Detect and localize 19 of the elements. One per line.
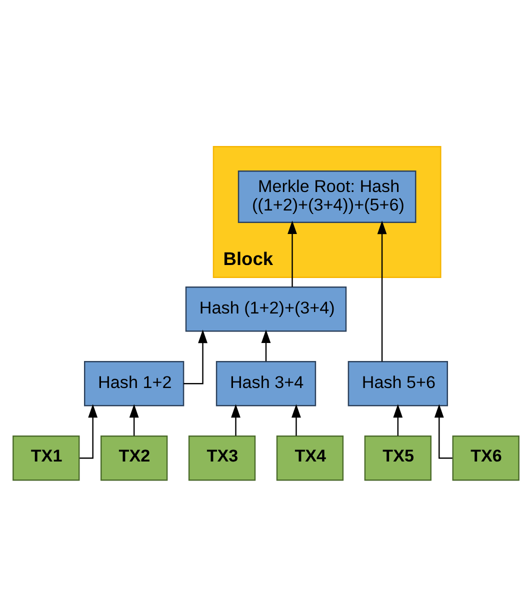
- arrow: [231, 404, 240, 436]
- node-box: Hash 5+6: [348, 360, 448, 406]
- arrow: [393, 404, 403, 436]
- arrow: [377, 220, 387, 361]
- arrow: [292, 404, 301, 436]
- node-box: TX5: [364, 435, 432, 480]
- arrow: [129, 404, 139, 436]
- node-box: TX2: [100, 435, 168, 480]
- node-box: TX3: [188, 435, 256, 480]
- node-box: TX4: [276, 435, 344, 480]
- node-box: Hash 3+4: [216, 360, 316, 406]
- arrow: [184, 329, 208, 384]
- node-box: TX1: [12, 435, 80, 480]
- node-box: Hash (1+2)+(3+4): [185, 286, 347, 332]
- arrow: [261, 329, 271, 361]
- arrow: [288, 220, 297, 286]
- node-box: Hash 1+2: [84, 360, 184, 406]
- node-box: TX6: [452, 435, 520, 480]
- node-box: Merkle Root: Hash ((1+2)+(3+4))+(5+6): [238, 170, 416, 222]
